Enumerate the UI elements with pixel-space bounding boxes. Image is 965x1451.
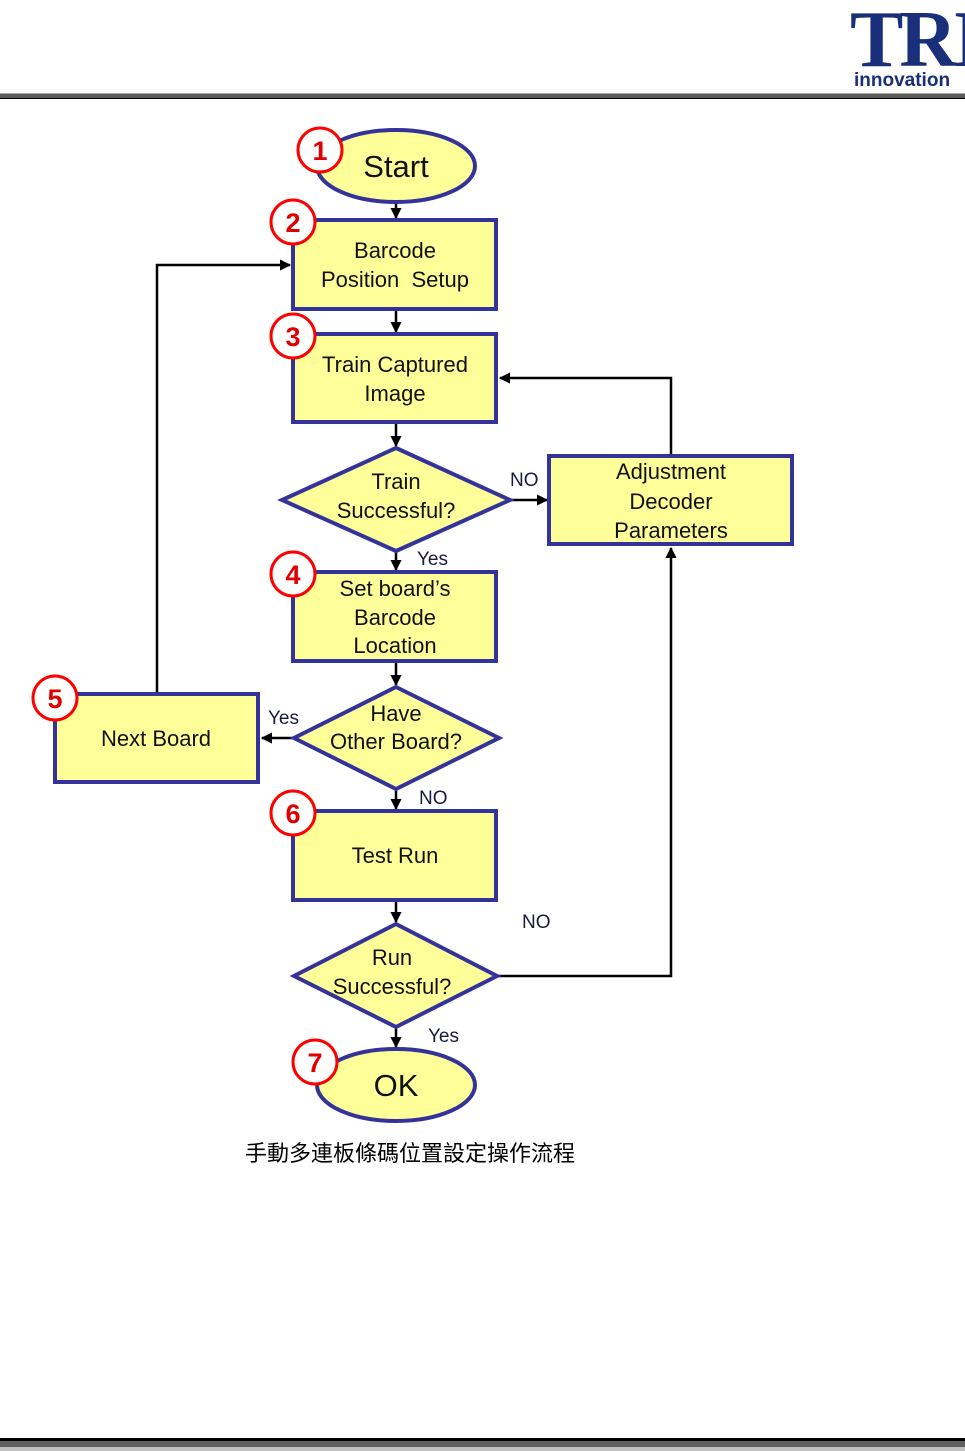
step-badge-2: 2 xyxy=(271,200,315,244)
svg-text:3: 3 xyxy=(285,322,300,352)
svg-text:1: 1 xyxy=(312,136,327,166)
node-set-location-line3: Location xyxy=(353,633,436,658)
edge-label-run-yes: Yes xyxy=(428,1026,459,1047)
node-start-label: Start xyxy=(363,149,429,184)
edge-label-train-yes: Yes xyxy=(417,549,448,570)
node-set-location-line2: Barcode xyxy=(354,605,436,630)
edge-label-train-no: NO xyxy=(510,470,539,491)
svg-text:4: 4 xyxy=(285,560,300,590)
step-badge-1: 1 xyxy=(298,128,342,172)
node-test-run-label: Test Run xyxy=(352,843,439,868)
figure-caption: 手動多連板條碼位置設定操作流程 xyxy=(0,1136,820,1168)
node-set-location-line1: Set board’s xyxy=(340,576,451,601)
node-ok-label: OK xyxy=(374,1068,419,1103)
node-adjust-line2: Decoder xyxy=(629,489,712,514)
edge-label-run-no: NO xyxy=(522,912,551,933)
step-badge-5: 5 xyxy=(33,676,77,720)
node-barcode-setup xyxy=(293,220,496,309)
footer-divider xyxy=(0,1438,965,1451)
node-train-image-line1: Train Captured xyxy=(322,352,468,377)
node-next-board-label: Next Board xyxy=(101,726,211,751)
node-barcode-setup-line1: Barcode xyxy=(354,238,436,263)
node-run-decision-line1: Run xyxy=(372,945,412,970)
step-badge-4: 4 xyxy=(271,552,315,596)
step-badge-7: 7 xyxy=(293,1040,337,1084)
edge-adjust-to-train xyxy=(500,378,671,454)
node-adjust-line1: Adjustment xyxy=(616,459,726,484)
svg-text:6: 6 xyxy=(285,799,300,829)
node-train-image xyxy=(293,334,496,422)
node-adjust-line3: Parameters xyxy=(614,518,728,543)
edge-label-other-no: NO xyxy=(419,788,448,809)
step-badge-6: 6 xyxy=(271,791,315,835)
edge-next-to-setup xyxy=(157,265,290,692)
svg-text:7: 7 xyxy=(307,1048,322,1078)
node-train-decision-line2: Successful? xyxy=(337,498,456,523)
node-other-board-line1: Have xyxy=(370,701,421,726)
node-barcode-setup-line2: Position Setup xyxy=(321,267,469,292)
node-train-image-line2: Image xyxy=(364,381,425,406)
svg-text:5: 5 xyxy=(47,684,62,714)
edge-label-other-yes: Yes xyxy=(268,708,299,729)
node-train-decision-line1: Train xyxy=(371,469,420,494)
step-badge-3: 3 xyxy=(271,314,315,358)
svg-text:2: 2 xyxy=(285,208,300,238)
node-other-board-line2: Other Board? xyxy=(330,729,462,754)
node-run-decision-line2: Successful? xyxy=(333,974,452,999)
